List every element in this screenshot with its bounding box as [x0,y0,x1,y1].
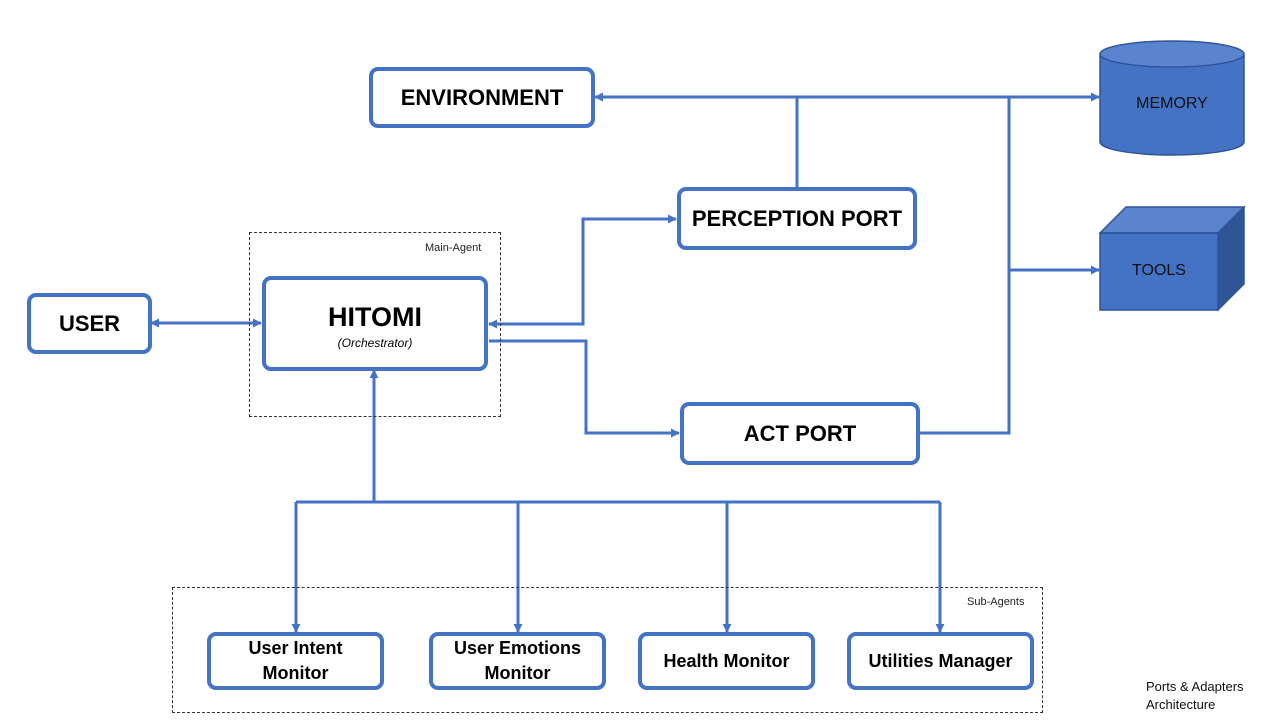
sub-agent-line1: Utilities Manager [868,650,1013,671]
user-intent-monitor-node: User Intent Monitor [207,632,384,690]
sub-agent-line1: Health Monitor [663,650,790,671]
environment-label: ENVIRONMENT [400,84,564,110]
sub-agent-line1: User Intent [248,638,343,658]
hitomi-title: HITOMI [328,302,422,332]
hitomi-subtitle: (Orchestrator) [337,336,413,350]
user-emotions-monitor-node: User Emotions Monitor [429,632,606,690]
health-monitor-node: Health Monitor [638,632,815,690]
caption-line1: Ports & Adapters [1146,679,1244,694]
utilities-manager-node: Utilities Manager [847,632,1034,690]
sub-agent-line2: Monitor [262,663,329,683]
user-label: USER [58,310,121,336]
sub-agents-group [172,587,1043,713]
act-port-label: ACT PORT [743,420,857,446]
user-node: USER [27,293,152,354]
connector-hitomi-perception [488,214,677,329]
memory-label: MEMORY [1136,95,1208,112]
sub-agents-label: Sub-Agents [967,596,1025,608]
diagram-caption: Ports & Adapters Architecture [1146,678,1244,714]
sub-agent-line2: Monitor [484,663,551,683]
tools-cube [1098,205,1246,312]
sub-agent-line1: User Emotions [453,638,582,658]
environment-node: ENVIRONMENT [369,67,595,128]
tools-label: TOOLS [1132,262,1186,279]
main-agent-label: Main-Agent [425,242,482,254]
connector-hitomi-act [489,339,680,438]
connector-act-bus [919,97,1011,435]
act-port-node: ACT PORT [680,402,920,465]
perception-port-label: PERCEPTION PORT [691,205,903,231]
main-agent-group [249,232,501,417]
caption-line2: Architecture [1146,697,1216,712]
perception-port-node: PERCEPTION PORT [677,187,917,250]
hitomi-node: HITOMI (Orchestrator) [262,276,488,371]
memory-cylinder [1099,40,1245,156]
